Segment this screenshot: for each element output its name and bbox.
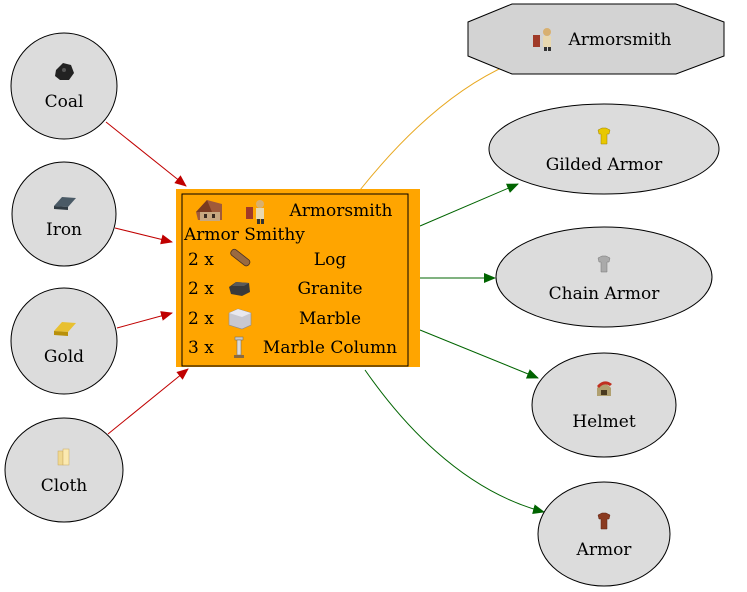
- marble-column-icon: [234, 336, 244, 358]
- cost-qty: 3 x: [188, 338, 214, 358]
- edge-smithy-to-armorsmith: [359, 63, 511, 191]
- chain-armor-icon: [597, 255, 611, 273]
- node-chain-armor[interactable]: Chain Armor: [495, 226, 713, 328]
- node-gilded-armor-label: Gilded Armor: [546, 155, 663, 175]
- edge-smithy-to-gilded-armor: [419, 183, 519, 227]
- node-armorsmith[interactable]: Armorsmith: [467, 3, 725, 75]
- cost-qty: 2 x: [188, 250, 214, 270]
- building-worker-label: Armorsmith: [289, 201, 393, 221]
- node-gold[interactable]: Gold: [10, 287, 118, 395]
- cost-qty: 2 x: [188, 309, 214, 329]
- node-cloth-label: Cloth: [41, 476, 88, 496]
- granite-icon: [229, 282, 250, 296]
- smithy-building-icon: [196, 200, 222, 221]
- node-armor[interactable]: Armor: [537, 481, 671, 587]
- node-iron-label: Iron: [46, 220, 82, 240]
- worker-node-label: Armorsmith: [568, 30, 672, 50]
- edge-cloth-to-smithy: [107, 368, 189, 435]
- edge-smithy-to-helmet: [419, 329, 539, 379]
- node-gilded-armor[interactable]: Gilded Armor: [488, 103, 720, 195]
- armorsmith-icon: [533, 28, 551, 51]
- cost-name: Log: [314, 250, 347, 270]
- marble-icon: [228, 308, 252, 330]
- node-iron[interactable]: Iron: [11, 161, 117, 267]
- log-icon: [230, 248, 251, 267]
- armorsmith-icon: [246, 200, 264, 224]
- coal-icon: [55, 63, 74, 80]
- edge-coal-to-smithy: [105, 121, 187, 187]
- node-helmet[interactable]: Helmet: [531, 352, 677, 458]
- cost-name: Marble: [299, 309, 361, 329]
- node-coal[interactable]: Coal: [10, 32, 118, 140]
- edge-gold-to-smithy: [116, 311, 173, 329]
- edge-iron-to-smithy: [114, 227, 173, 245]
- node-armor-smithy[interactable]: Armorsmith Armor Smithy 2 x Log 2 x Gran…: [176, 189, 420, 367]
- node-armor-label: Armor: [576, 540, 633, 560]
- node-helmet-label: Helmet: [572, 412, 636, 432]
- gold-ingot-icon: [54, 322, 76, 336]
- cloth-icon: [57, 448, 70, 466]
- cost-name: Granite: [297, 279, 362, 299]
- node-coal-label: Coal: [45, 92, 84, 112]
- node-chain-armor-label: Chain Armor: [549, 284, 661, 304]
- helmet-icon: [597, 381, 612, 396]
- gilded-armor-icon: [597, 127, 611, 145]
- iron-ingot-icon: [54, 197, 76, 210]
- armor-icon: [597, 512, 611, 530]
- cost-name: Marble Column: [263, 338, 397, 358]
- building-title: Armor Smithy: [183, 225, 305, 245]
- edge-smithy-to-armor: [364, 369, 545, 515]
- node-gold-label: Gold: [44, 347, 84, 367]
- node-cloth[interactable]: Cloth: [4, 417, 124, 523]
- cost-qty: 2 x: [188, 279, 214, 299]
